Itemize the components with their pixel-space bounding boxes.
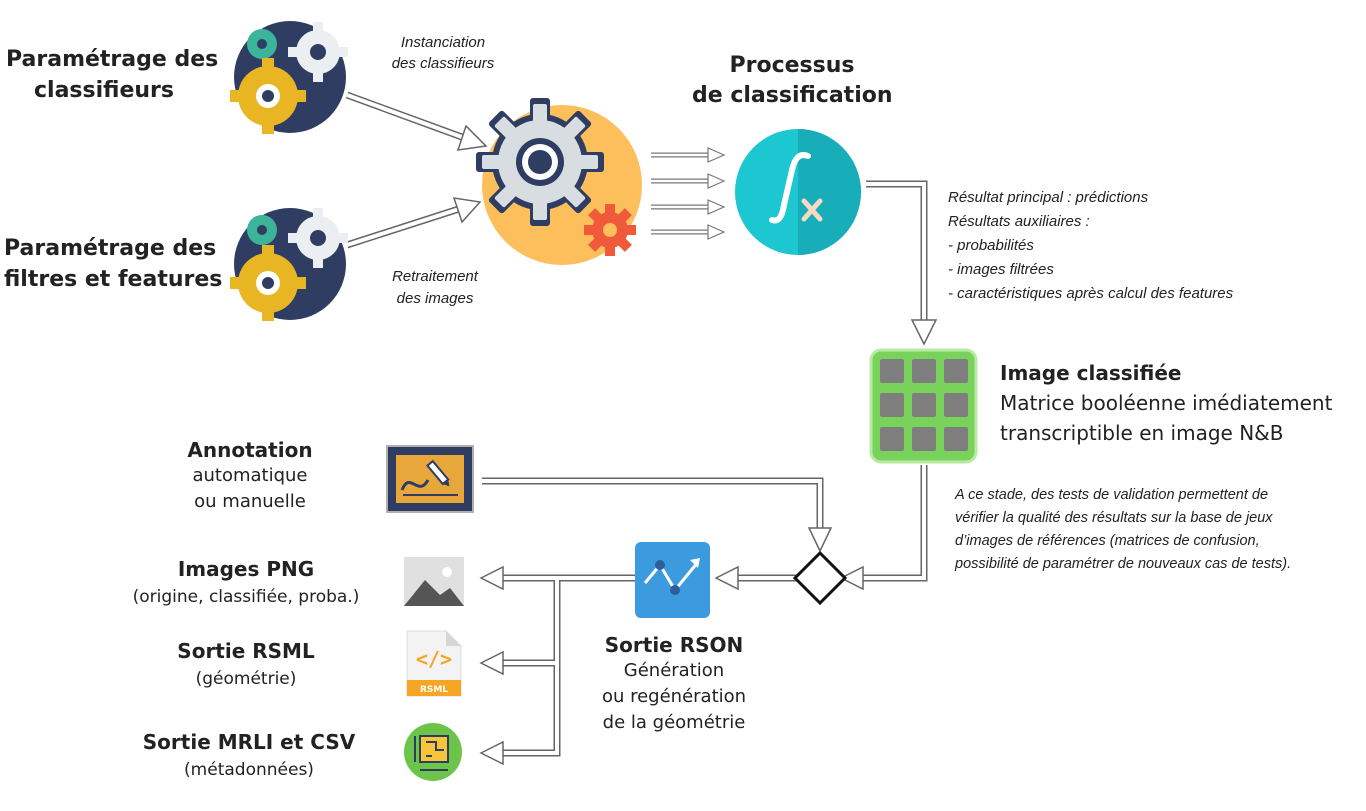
filters-settings-icon [230,208,348,321]
annotation-label: Annotation automatique ou manuelle [155,437,345,515]
validation-decision-diamond [792,550,848,606]
results-line: - caractéristiques après calcul des feat… [948,285,1234,302]
instantiation-line-1: Instanciation [400,34,486,51]
classifiers-label-line-1: Paramétrage des [6,47,219,72]
arrow-annotation-to-validation [482,477,833,553]
rson-line-2: ou regénération [601,686,747,707]
process-title-line-1: Processus [729,53,855,78]
arrows-process-to-classification [651,147,726,240]
png-title: Images PNG [177,557,315,581]
classifiers-settings-label: Paramétrage des classifieurs [6,44,219,106]
preprocessing-edge-label: Retraitement des images [360,266,510,310]
results-description: Résultat principal : prédictions Résulta… [948,186,1308,306]
filters-label-line-1: Paramétrage des [4,236,217,261]
connector-arrows [345,91,938,766]
annotation-title: Annotation [187,438,313,462]
rsml-subtitle: (géométrie) [195,669,297,689]
validation-line: A ce stade, des tests de validation perm… [955,487,1269,503]
png-subtitle: (origine, classifiée, proba.) [132,587,360,607]
svg-text:</>: </> [416,647,452,671]
results-line: - probabilités [948,237,1034,254]
arrow-classification-to-image [866,180,938,346]
integral-function-icon [735,129,861,255]
rsml-file-label: RSML [420,685,448,695]
classified-image-title: Image classifiée [1000,361,1182,385]
process-title-line-2: de classification [692,83,893,108]
arrow-classifiers-to-process [345,91,488,151]
instantiation-line-2: des classifieurs [391,55,495,72]
preprocessing-line-1: Retraitement [392,268,478,285]
validation-note: A ce stade, des tests de validation perm… [955,484,1360,576]
validation-line: d’images de références (matrices de conf… [955,533,1260,549]
arrow-image-to-validation [839,465,928,591]
classified-desc-line-2: transcriptible en image N&B [1000,421,1284,445]
mrli-metadata-icon [404,723,462,781]
rsml-title: Sortie RSML [177,639,315,663]
rson-output-label: Sortie RSON Génération ou regénération d… [576,632,772,736]
mrli-subtitle: (métadonnées) [184,760,314,780]
filters-settings-label: Paramétrage des filtres et features [4,233,223,295]
annotation-line-2: ou manuelle [194,491,306,512]
annotation-tablet-icon [386,445,474,513]
arrows-rson-to-outputs [479,565,635,766]
results-line: - images filtrées [948,261,1054,278]
results-line: Résultats auxiliaires : [948,213,1090,230]
annotation-line-1: automatique [192,465,308,486]
classified-grid-icon [869,348,978,464]
preprocessing-line-2: des images [396,290,474,307]
png-output-label: Images PNG (origine, classifiée, proba.) [110,555,382,611]
classification-process-title: Processus de classification [692,51,893,111]
rson-title: Sortie RSON [604,633,744,657]
png-image-icon [404,557,464,606]
rson-line-1: Génération [623,660,725,681]
rsml-output-label: Sortie RSML (géométrie) [146,637,346,693]
mrli-title: Sortie MRLI et CSV [142,730,356,754]
classified-desc-line-1: Matrice booléenne imédiatement [1000,391,1333,415]
results-line: Résultat principal : prédictions [948,189,1149,206]
arrow-validation-to-rson [714,565,797,591]
processing-gear-icon [476,98,642,265]
arrow-filters-to-process [345,197,482,249]
rson-graph-icon [635,542,710,618]
filters-label-line-2: filtres et features [4,267,223,292]
classified-image-description: Image classifiée Matrice booléenne imédi… [1000,358,1362,448]
validation-line: vérifier la qualité des résultats sur la… [955,510,1273,526]
instantiation-edge-label: Instanciation des classifieurs [368,32,518,74]
validation-line: possibilité de paramétrer de nouveaux ca… [955,556,1292,572]
rsml-file-icon: RSML </> [406,630,462,697]
classifiers-label-line-2: classifieurs [34,78,174,103]
mrli-output-label: Sortie MRLI et CSV (métadonnées) [128,728,370,784]
rson-line-3: de la géométrie [602,712,746,733]
classifiers-settings-icon [230,21,348,134]
